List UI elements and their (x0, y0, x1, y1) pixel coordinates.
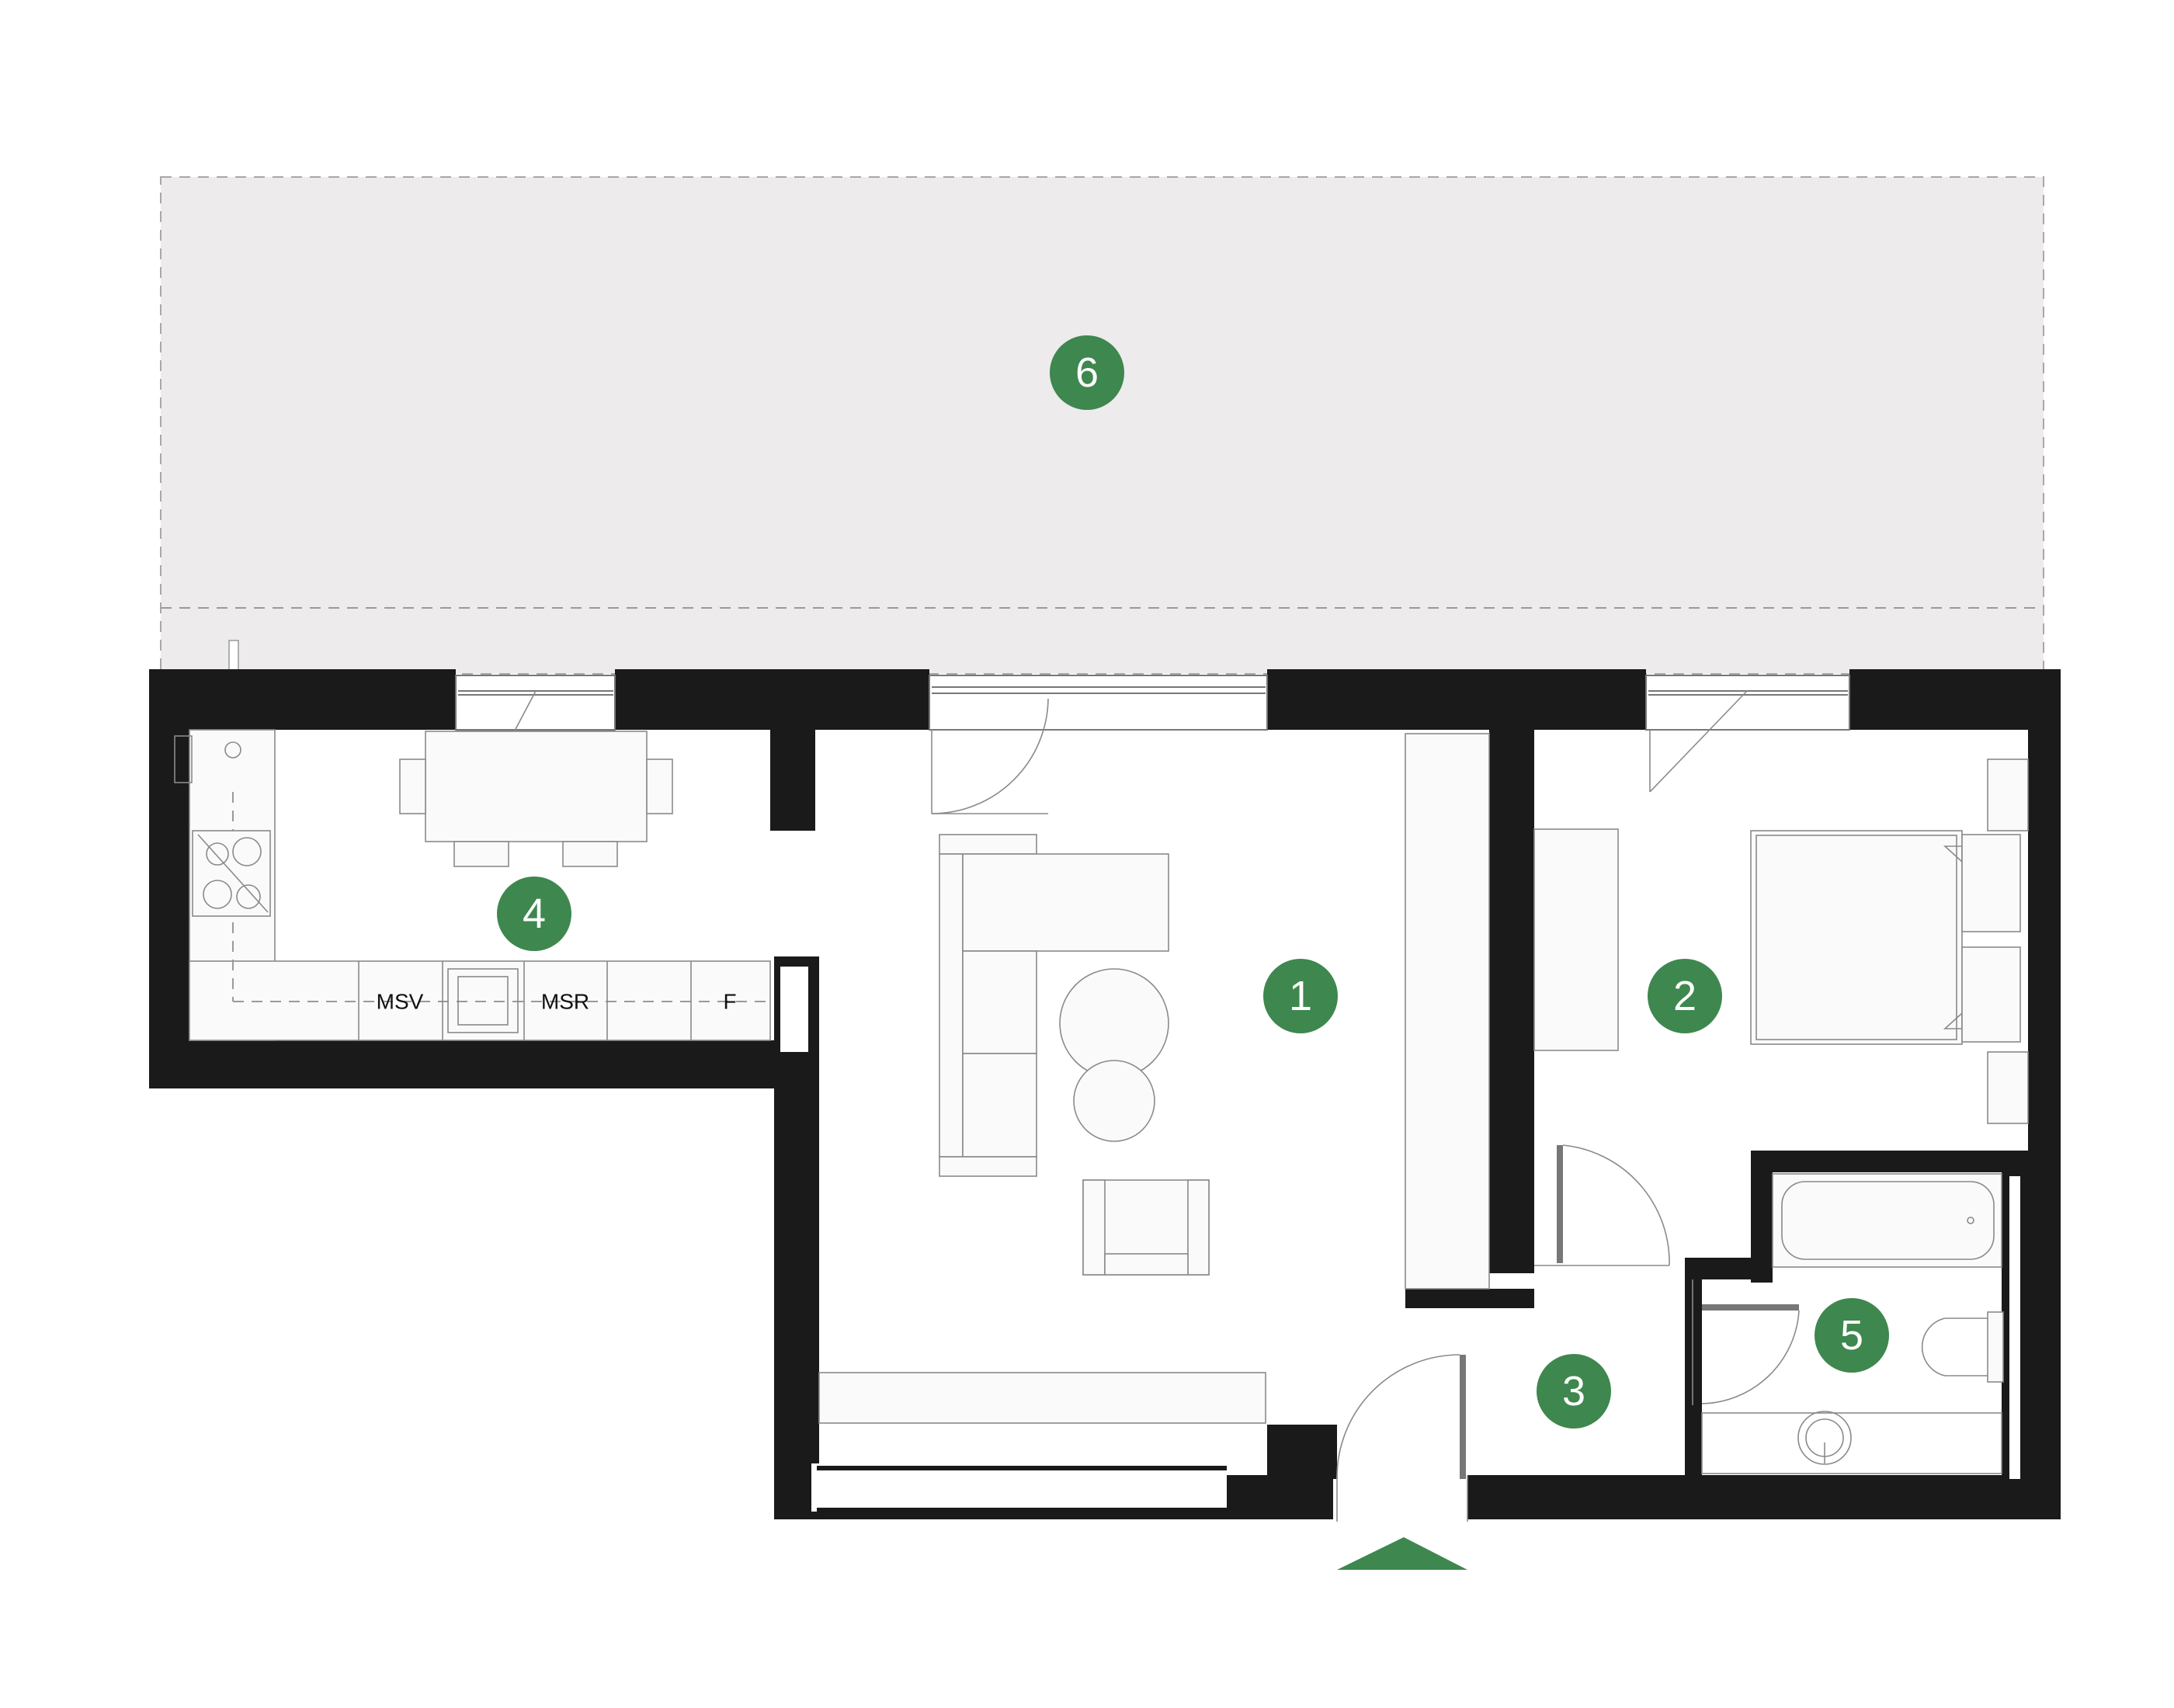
doors (455, 690, 1800, 1522)
room-number-5: 5 (1840, 1312, 1863, 1359)
toilet (1921, 1311, 2004, 1383)
room-badge-3: 3 (1537, 1354, 1611, 1429)
kitchen-counter (174, 729, 771, 1041)
terrace-post (228, 640, 239, 671)
room-number-4: 4 (523, 890, 546, 937)
bedroom-wardrobe (1533, 828, 1619, 1051)
wardrobe-living (1405, 733, 1490, 1290)
fridge-label: F (723, 990, 736, 1014)
room-number-1: 1 (1289, 973, 1312, 1019)
dining-table (399, 731, 673, 867)
room-badge-4: 4 (497, 877, 571, 951)
room-badge-6: 6 (1050, 335, 1124, 410)
double-bed (1750, 759, 2029, 1124)
sofa (939, 834, 1169, 1177)
armchair (1082, 1179, 1210, 1276)
side-table (1073, 1060, 1155, 1142)
room-badge-5: 5 (1815, 1298, 1889, 1373)
room-badge-2: 2 (1648, 959, 1722, 1033)
washer-label: MSR (541, 990, 589, 1014)
walls (149, 669, 2061, 1519)
room-number-3: 3 (1562, 1368, 1585, 1415)
sink (1701, 1411, 2002, 1474)
room-number-6: 6 (1075, 349, 1099, 396)
entrance-arrow-icon (1337, 1537, 1467, 1570)
tv-cabinet (818, 1372, 1266, 1424)
terrace-area (160, 176, 2044, 675)
room-number-2: 2 (1673, 973, 1696, 1019)
windows (455, 675, 1850, 731)
bathtub (1772, 1173, 2002, 1268)
room-badge-1: 1 (1263, 959, 1338, 1033)
dishwasher-label: MSV (377, 990, 424, 1014)
